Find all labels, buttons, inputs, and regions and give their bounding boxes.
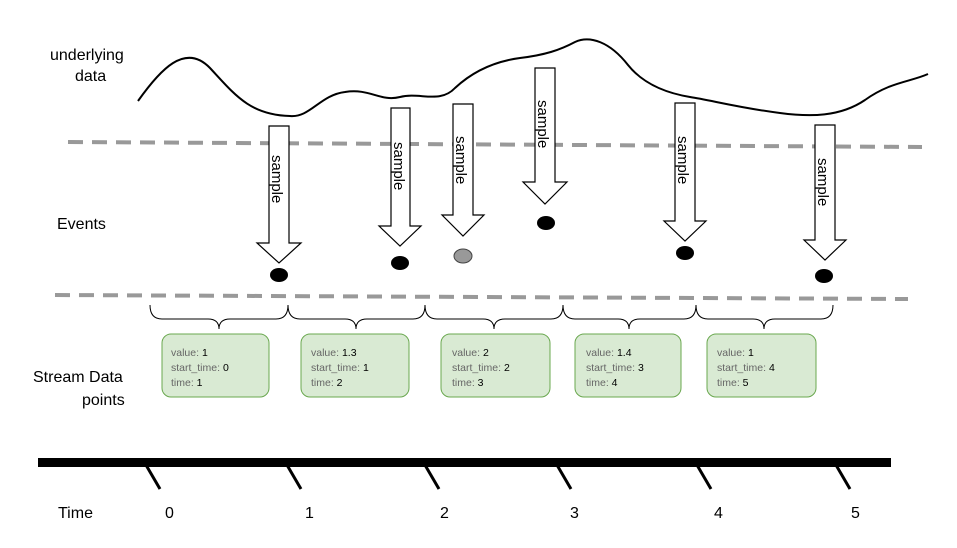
tick-label-1: 1 [305,505,314,522]
box-value: 1.3 [342,347,357,359]
tick-label-2: 2 [440,505,449,522]
svg-text:value: 1.3: value: 1.3 [311,347,357,359]
time-axis [38,458,891,467]
box-value: 1.4 [617,347,632,359]
tick-label-3: 3 [570,505,579,522]
brace-3 [424,304,564,330]
svg-text:start_time: 3: start_time: 3 [586,362,644,374]
label-events: Events [57,216,106,233]
svg-text:start_time: 0: start_time: 0 [171,362,229,374]
sample-label: sample [268,155,285,203]
svg-text:start_time: 2: start_time: 2 [452,362,510,374]
event-dot-6 [815,269,833,283]
svg-text:value: 1: value: 1 [717,347,754,359]
brace-4 [562,304,697,330]
sample-label: sample [534,100,551,148]
box-time: 4 [612,377,618,389]
stream-data-point-2: value: 1.3 start_time: 1 time: 2 [300,333,410,398]
box-time: 1 [197,377,203,389]
box-start-time: 2 [504,362,510,374]
box-key-value: value: [311,347,342,359]
svg-text:start_time: 4: start_time: 4 [717,362,775,374]
box-start-time: 0 [223,362,229,374]
box-time: 2 [337,377,343,389]
box-key-value: value: [717,347,748,359]
label-underlying-1: underlying [50,47,124,64]
tick-mark-2 [423,464,441,490]
brace-1 [149,304,289,330]
event-dot-4 [537,216,555,230]
box-key-value: value: [171,347,202,359]
box-key-time: time: [452,377,478,389]
box-key-value: value: [586,347,617,359]
svg-text:time: 1: time: 1 [171,377,203,389]
brace-5 [695,304,834,330]
svg-text:time: 2: time: 2 [311,377,343,389]
box-key-value: value: [452,347,483,359]
label-time: Time [58,505,93,522]
sample-arrow-5: sample [662,102,708,242]
brace-2 [287,304,426,330]
box-key-start-time: start_time: [452,362,504,374]
stream-data-point-5: value: 1 start_time: 4 time: 5 [706,333,817,398]
label-stream-2: points [82,392,125,409]
sample-label: sample [814,158,831,206]
event-dot-3 [453,248,473,264]
tick-label-5: 5 [851,505,860,522]
box-key-time: time: [171,377,197,389]
stream-data-point-4: value: 1.4 start_time: 3 time: 4 [574,333,682,398]
box-time: 5 [743,377,749,389]
svg-text:value: 1.4: value: 1.4 [586,347,632,359]
tick-mark-3 [555,464,573,490]
svg-text:start_time: 1: start_time: 1 [311,362,369,374]
box-start-time: 3 [638,362,644,374]
box-time: 3 [478,377,484,389]
sample-label: sample [452,136,469,184]
svg-text:value: 1: value: 1 [171,347,208,359]
underlying-data-curve [137,38,929,118]
box-value: 2 [483,347,489,359]
box-value: 1 [748,347,754,359]
stream-data-point-3: value: 2 start_time: 2 time: 3 [440,333,551,398]
event-dot-2 [391,256,409,270]
stream-data-point-1: value: 1 start_time: 0 time: 1 [161,333,270,398]
event-dot-1 [270,268,288,282]
svg-text:time: 5: time: 5 [717,377,749,389]
box-key-time: time: [717,377,743,389]
label-stream-1: Stream Data [33,369,123,386]
svg-text:value: 2: value: 2 [452,347,489,359]
box-start-time: 4 [769,362,775,374]
box-key-start-time: start_time: [586,362,638,374]
label-underlying-2: data [75,68,106,85]
top-dashed-line [67,140,923,149]
box-key-start-time: start_time: [171,362,223,374]
box-key-time: time: [586,377,612,389]
box-key-time: time: [311,377,337,389]
box-value: 1 [202,347,208,359]
tick-mark-0 [144,464,162,490]
tick-label-0: 0 [165,505,174,522]
tick-mark-1 [285,464,303,490]
event-dot-5 [676,246,694,260]
box-key-start-time: start_time: [717,362,769,374]
sample-arrow-1: sample [255,125,303,264]
sample-arrow-2: sample [377,107,423,247]
bottom-dashed-line [54,293,909,301]
sample-arrow-6: sample [802,124,848,261]
sample-arrow-3: sample [440,103,486,237]
sample-label: sample [390,142,407,190]
tick-mark-4 [695,464,713,490]
tick-label-4: 4 [714,505,723,522]
box-start-time: 1 [363,362,369,374]
svg-text:time: 3: time: 3 [452,377,484,389]
sample-arrow-4: sample [521,67,569,205]
box-key-start-time: start_time: [311,362,363,374]
tick-mark-5 [834,464,852,490]
sample-label: sample [674,136,691,184]
svg-text:time: 4: time: 4 [586,377,618,389]
